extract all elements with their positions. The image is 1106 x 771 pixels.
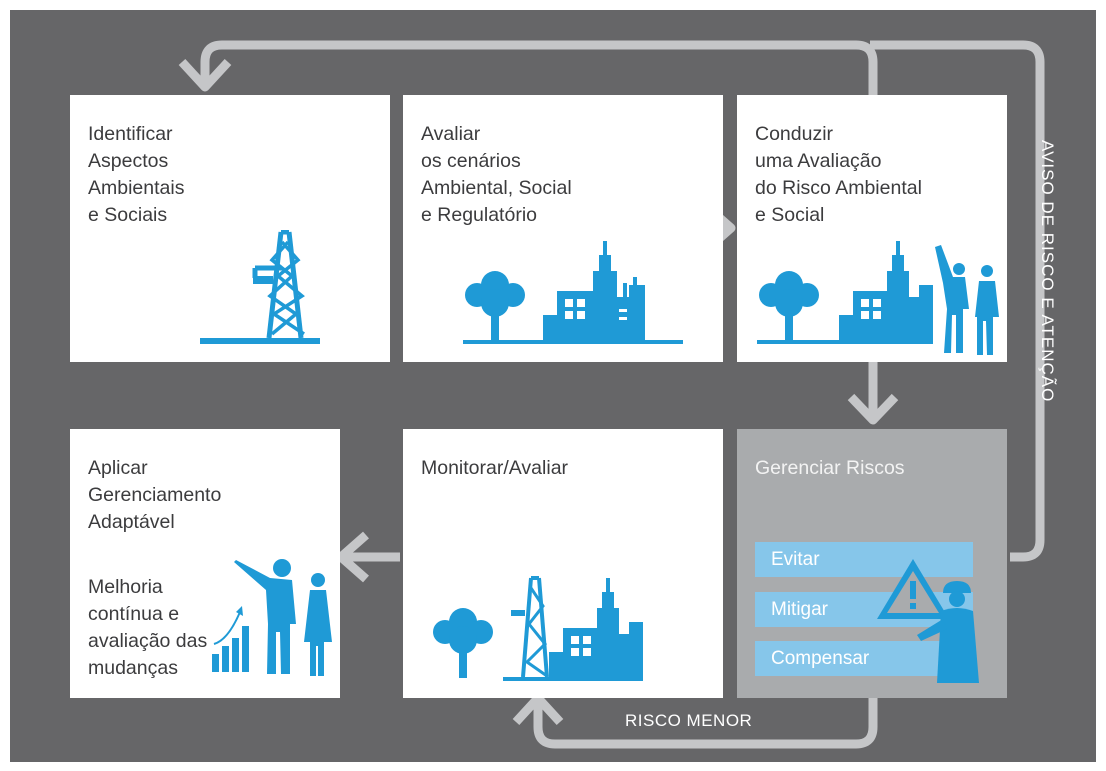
option-avoid: Evitar: [755, 542, 973, 577]
tree-rig-city-icon: [433, 576, 643, 681]
evaluate-scenarios-title: Avaliar os cenários Ambiental, Social e …: [421, 123, 572, 226]
lower-risk-loop-arrowhead: [512, 693, 564, 726]
monitor-evaluate-title: Monitorar/Avaliar: [421, 457, 569, 479]
manage-risks-title: Gerenciar Riscos: [755, 457, 905, 479]
warning-loop-line: [870, 40, 1045, 562]
lower-risk-loop-line: [533, 698, 878, 749]
tree-city-icon: [463, 241, 683, 344]
lower-risk-label: RISCO MENOR: [625, 711, 753, 730]
identify-aspects-box: Identificar Aspectos Ambientais e Sociai…: [70, 95, 390, 362]
presentation-growth-icon: [212, 559, 332, 676]
option-compensate: Compensar: [755, 641, 973, 676]
feedback-loop-arrowhead: [178, 58, 232, 92]
continuous-improvement-text: Melhoria contínua e avaliação das mudanç…: [88, 576, 208, 679]
apply-management-box: Aplicar Gerenciamento Adaptável Melhoria…: [70, 429, 340, 698]
monitor-evaluate-box: Monitorar/Avaliar: [403, 429, 723, 698]
drilling-rig-icon: [200, 230, 320, 344]
conduct-to-manage-arrowhead: [847, 393, 899, 425]
warning-attention-label: AVISO DE RISCO E ATENÇÃO: [1038, 140, 1057, 403]
evaluate-scenarios-box: Avaliar os cenários Ambiental, Social e …: [403, 95, 723, 362]
manage-risks-box: Gerenciar Riscos Evitar Mitigar Compensa…: [737, 429, 1007, 698]
conduct-assessment-title: Conduzir uma Avaliação do Risco Ambienta…: [755, 123, 922, 226]
conduct-assessment-box: Conduzir uma Avaliação do Risco Ambienta…: [737, 95, 1007, 362]
monitor-to-apply-arrowhead: [336, 531, 369, 583]
identify-aspects-title: Identificar Aspectos Ambientais e Sociai…: [88, 123, 185, 226]
tree-city-people-icon: [757, 241, 999, 355]
feedback-loop-line: [200, 40, 878, 95]
warning-worker-icon: [877, 559, 979, 683]
apply-management-title: Aplicar Gerenciamento Adaptável: [88, 457, 222, 533]
